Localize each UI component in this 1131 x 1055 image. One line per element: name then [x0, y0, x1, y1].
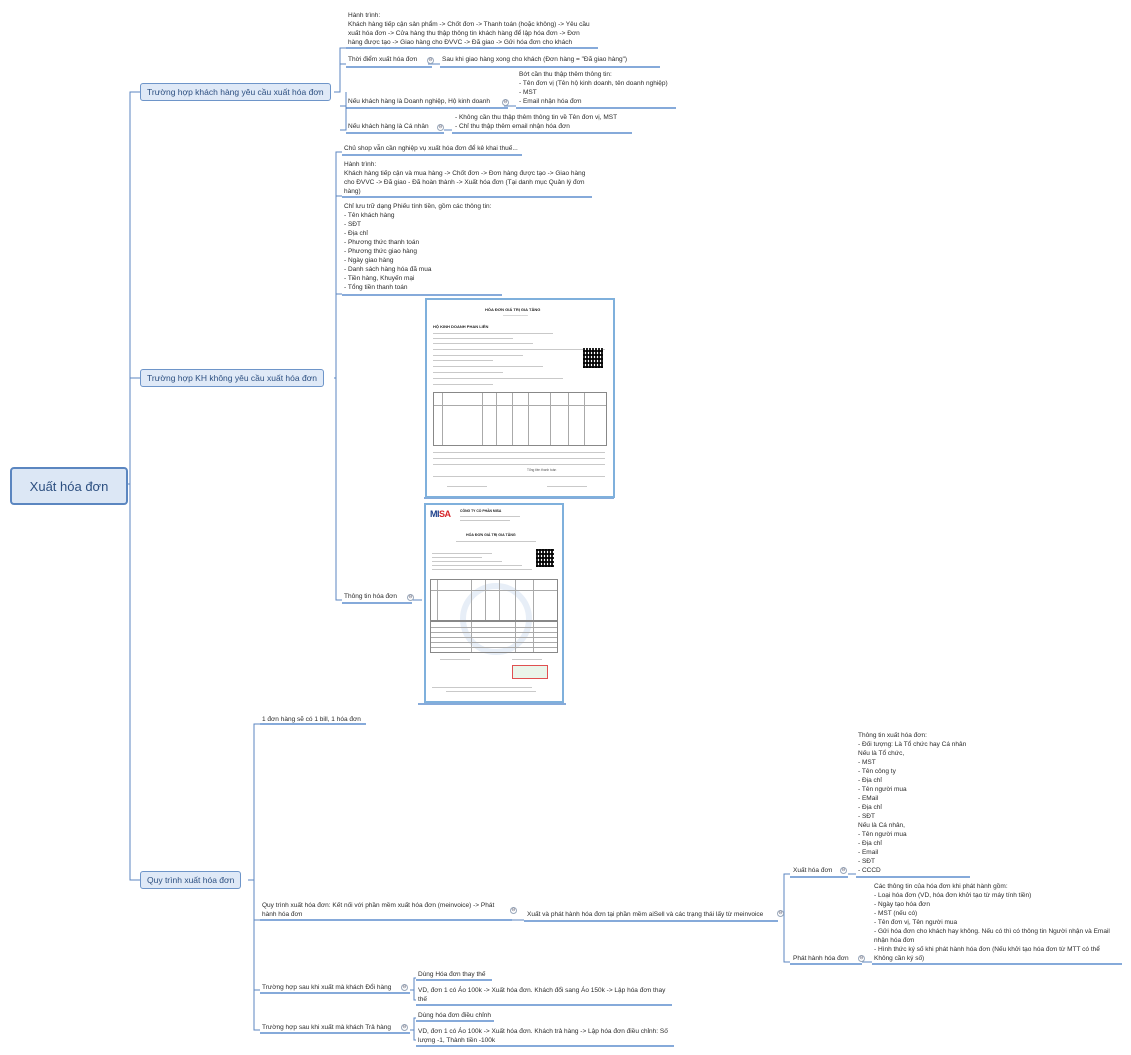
collapse-toggle-icon[interactable]: ⊖: [401, 984, 408, 991]
misa-logo: MISA: [430, 509, 451, 519]
journey-with-request: Hành trình: Khách hàng tiếp cận sản phẩm…: [348, 12, 590, 46]
collapse-toggle-icon[interactable]: ⊖: [427, 57, 434, 64]
collapse-toggle-icon[interactable]: ⊖: [401, 1024, 408, 1031]
invoice-title-misa: HÓA ĐƠN GIÁ TRỊ GIA TĂNG: [466, 533, 516, 537]
adjustment-invoice: Dùng hóa đơn điều chỉnh: [418, 1012, 491, 1019]
exchange-example: VD, đơn 1 có Áo 100k -> Xuất hóa đơn. Kh…: [418, 987, 666, 1003]
aisell-issue-topic[interactable]: Xuất và phát hành hóa đơn tại phần mềm a…: [527, 911, 764, 918]
collapse-toggle-icon[interactable]: ⊖: [840, 867, 847, 874]
business-customer-info: Bớt cần thu thập thêm thông tin: - Tên đ…: [519, 71, 668, 105]
return-case-topic[interactable]: Trường hợp sau khi xuất mà khách Trả hàn…: [262, 1024, 391, 1031]
invoice-image-misa: MISA CÔNG TY CỔ PHẦN MISA HÓA ĐƠN GIÁ TR…: [424, 503, 564, 703]
invoice-timing-topic[interactable]: Thời điểm xuất hóa đơn: [348, 56, 418, 63]
business-customer-topic[interactable]: Nếu khách hàng là Doanh nghiệp, Hộ kinh …: [348, 98, 491, 105]
collapse-toggle-icon[interactable]: ⊖: [510, 907, 517, 914]
branch-customer-no-invoice-request[interactable]: Trường hợp KH không yêu cầu xuất hóa đơn: [140, 369, 324, 387]
invoice-items-table: [433, 392, 607, 446]
export-invoice-fields: Thông tin xuất hóa đơn: - Đối tượng: Là …: [858, 732, 967, 874]
collapse-toggle-icon[interactable]: ⊖: [407, 594, 414, 601]
invoice-info-topic[interactable]: Thông tin hóa đơn: [344, 593, 398, 600]
invoice-title: HÓA ĐƠN GIÁ TRỊ GIA TĂNG: [485, 307, 541, 312]
return-example: VD, đơn 1 có Áo 100k -> Xuất hóa đơn. Kh…: [418, 1028, 668, 1044]
journey-without-request: Hành trình: Khách hàng tiếp cận và mua h…: [344, 161, 586, 195]
invoice-seller-name: HỘ KINH DOANH PHAN LIÊN: [433, 324, 489, 329]
one-order-one-invoice: 1 đơn hàng sẽ có 1 bill, 1 hóa đơn: [262, 716, 361, 723]
exchange-case-topic[interactable]: Trường hợp sau khi xuất mà khách Đổi hàn…: [262, 984, 392, 991]
issue-invoice-fields: Các thông tin của hóa đơn khi phát hành …: [874, 883, 1110, 962]
invoice-date-line: ───────────: [503, 313, 528, 317]
invoice-items-table: [430, 579, 558, 621]
collapse-toggle-icon[interactable]: ⊖: [858, 955, 865, 962]
branch-customer-requests-invoice[interactable]: Trường hợp khách hàng yêu cầu xuất hóa đ…: [140, 83, 331, 101]
invoice-total-label: Tổng tiền thanh toán: [527, 468, 557, 472]
invoice-company-name: CÔNG TY CỔ PHẦN MISA: [460, 509, 502, 513]
collapse-toggle-icon[interactable]: ⊖: [437, 124, 444, 131]
branch-invoice-process[interactable]: Quy trình xuất hóa đơn: [140, 871, 242, 889]
invoice-image-phan-lien: HÓA ĐƠN GIÁ TRỊ GIA TĂNG ─────────── HỘ …: [425, 298, 615, 498]
collapse-toggle-icon[interactable]: ⊖: [777, 910, 784, 917]
receipt-storage-fields: Chỉ lưu trữ dạng Phiếu tính tiền, gồm cá…: [344, 203, 492, 291]
replacement-invoice: Dùng Hóa đơn thay thế: [418, 971, 486, 978]
export-invoice-topic[interactable]: Xuất hóa đơn: [793, 867, 833, 874]
meinvoice-process[interactable]: Quy trình xuất hóa đơn: Kết nối với phần…: [262, 902, 495, 918]
individual-customer-info: - Không cần thu thập thêm thông tin về T…: [455, 114, 618, 130]
invoice-tax-table: [430, 621, 558, 653]
qr-code-icon: [536, 549, 554, 567]
collapse-toggle-icon[interactable]: ⊖: [502, 99, 509, 106]
qr-code-icon: [583, 348, 603, 368]
root-topic[interactable]: Xuất hóa đơn: [10, 467, 128, 505]
invoice-timing-value: Sau khi giao hàng xong cho khách (Đơn hà…: [442, 56, 628, 63]
issue-invoice-topic[interactable]: Phát hành hóa đơn: [793, 955, 849, 962]
individual-customer-topic[interactable]: Nếu khách hàng là Cá nhân: [348, 123, 429, 130]
tax-declaration-note: Chủ shop vẫn cần nghiệp vụ xuất hóa đơn …: [344, 145, 518, 152]
signature-seal: [512, 665, 548, 679]
